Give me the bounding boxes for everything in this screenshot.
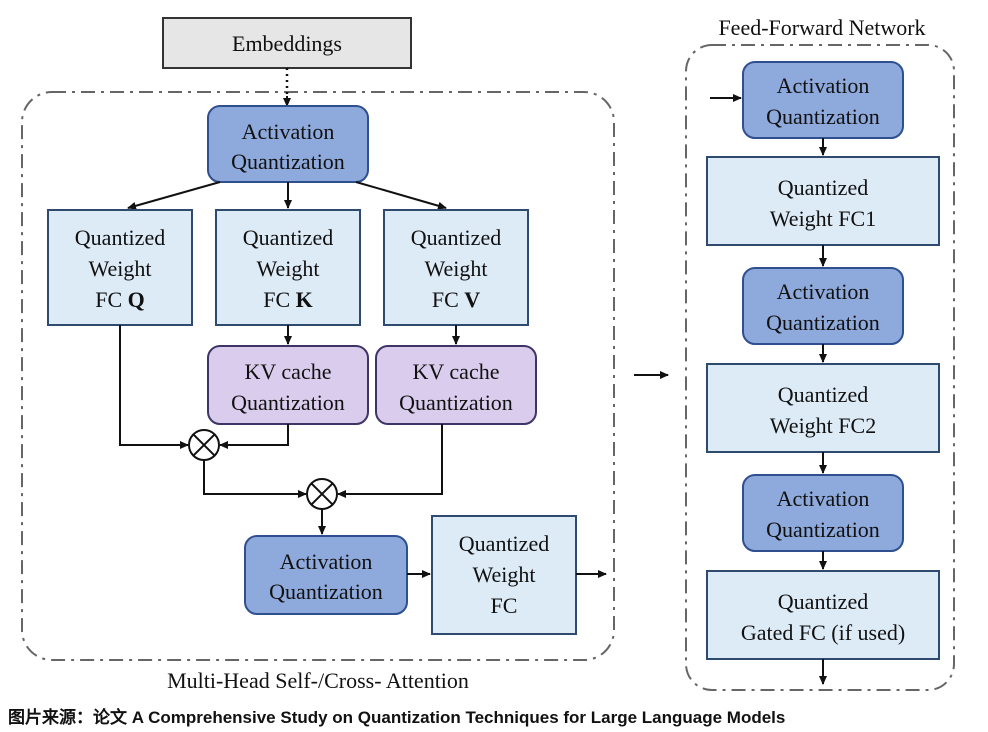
ffn-activation-1-line1: Activation	[777, 73, 870, 98]
ffn-activation-3-line1: Activation	[777, 486, 870, 511]
multiply-node-2	[306, 478, 338, 510]
ffn-activation-3-line2: Quantization	[766, 517, 880, 542]
fc-q-letter: Q	[128, 287, 145, 312]
ffn-gated-line2: Gated FC (if used)	[741, 620, 905, 645]
kv-cache-v-line2: Quantization	[399, 390, 513, 415]
kv-cache-k-box: KV cache Quantization	[207, 345, 369, 425]
ffn-fc2-line1: Quantized	[778, 382, 868, 407]
fc-out-line1: Quantized	[459, 531, 549, 556]
fc-k-line2: Weight	[257, 256, 320, 281]
ffn-fc2-box: Quantized Weight FC2	[706, 363, 940, 453]
ffn-activation-1: Activation Quantization	[742, 61, 904, 139]
ffn-activation-1-line2: Quantization	[766, 104, 880, 129]
fc-k-prefix: FC	[263, 287, 295, 312]
fc-k-line3: FC K	[263, 287, 313, 312]
arrow-act-to-fc-v	[355, 181, 447, 210]
fc-out-line2: Weight	[473, 562, 536, 587]
ffn-activation-2-line2: Quantization	[766, 310, 880, 335]
fc-v-line1: Quantized	[411, 225, 501, 250]
fc-k-letter: K	[296, 287, 313, 312]
embeddings-box: Embeddings	[162, 17, 412, 69]
attention-activation-bottom: Activation Quantization	[244, 535, 408, 615]
fc-v-prefix: FC	[432, 287, 464, 312]
attention-activation-top-line1: Activation	[242, 119, 335, 144]
fc-k-line1: Quantized	[243, 225, 333, 250]
ffn-fc1-box: Quantized Weight FC1	[706, 156, 940, 246]
ffn-fc2-rect	[706, 363, 940, 453]
ffn-fc1-rect	[706, 156, 940, 246]
fc-v-line2: Weight	[425, 256, 488, 281]
embeddings-rect	[162, 17, 412, 69]
fc-q-line3: FC Q	[95, 287, 145, 312]
kv-cache-v-box: KV cache Quantization	[375, 345, 537, 425]
source-caption: 图片来源：论文 A Comprehensive Study on Quantiz…	[8, 707, 785, 727]
multiply-cross-2b	[310, 482, 334, 506]
ffn-fc1-line2: Weight FC1	[770, 206, 876, 231]
ffn-gated-line1: Quantized	[778, 589, 868, 614]
ffn-group-border	[685, 44, 955, 691]
fc-out-line3: FC	[491, 593, 518, 618]
attention-activation-top-line2: Quantization	[231, 149, 345, 174]
multiply-node-1	[188, 429, 220, 461]
ffn-fc1-line1: Quantized	[778, 175, 868, 200]
fc-k-rect	[215, 209, 361, 326]
kv-cache-v-rect	[375, 345, 537, 425]
kv-cache-v-line1: KV cache	[413, 359, 500, 384]
fc-v-line3: FC V	[432, 287, 480, 312]
embeddings-label: Embeddings	[232, 31, 342, 56]
kv-cache-k-line1: KV cache	[245, 359, 332, 384]
ffn-caption: Feed-Forward Network	[718, 15, 925, 40]
ffn-activation-3: Activation Quantization	[742, 474, 904, 552]
ffn-activation-2-line1: Activation	[777, 279, 870, 304]
fc-v-rect	[383, 209, 529, 326]
path-kv-v-to-multiply2	[337, 424, 443, 498]
attention-group-border	[21, 91, 615, 661]
ffn-gated-box: Quantized Gated FC (if used)	[706, 570, 940, 660]
ffn-fc2-line2: Weight FC2	[770, 413, 876, 438]
kv-cache-k-line2: Quantization	[231, 390, 345, 415]
path-multiply1-to-multiply2	[203, 460, 307, 498]
attention-activation-bottom-line2: Quantization	[269, 579, 383, 604]
fc-v-box: Quantized Weight FC V	[383, 209, 529, 326]
fc-q-prefix: FC	[95, 287, 127, 312]
fc-q-line1: Quantized	[75, 225, 165, 250]
multiply-cross-1b	[192, 433, 216, 457]
path-fc-q-to-multiply1	[119, 325, 189, 449]
fc-out-box: Quantized Weight FC	[431, 515, 577, 635]
fc-q-box: Quantized Weight FC Q	[47, 209, 193, 326]
fc-v-letter: V	[464, 287, 480, 312]
fc-q-rect	[47, 209, 193, 326]
attention-activation-bottom-line1: Activation	[280, 549, 373, 574]
fc-k-box: Quantized Weight FC K	[215, 209, 361, 326]
ffn-gated-rect	[706, 570, 940, 660]
fc-q-line2: Weight	[89, 256, 152, 281]
attention-activation-top: Activation Quantization	[207, 105, 369, 183]
arrow-act-to-fc-q	[127, 181, 221, 210]
ffn-activation-2: Activation Quantization	[742, 267, 904, 345]
attention-caption: Multi-Head Self-/Cross- Attention	[167, 668, 469, 693]
fc-out-rect	[431, 515, 577, 635]
path-kv-k-to-multiply1	[219, 424, 289, 449]
